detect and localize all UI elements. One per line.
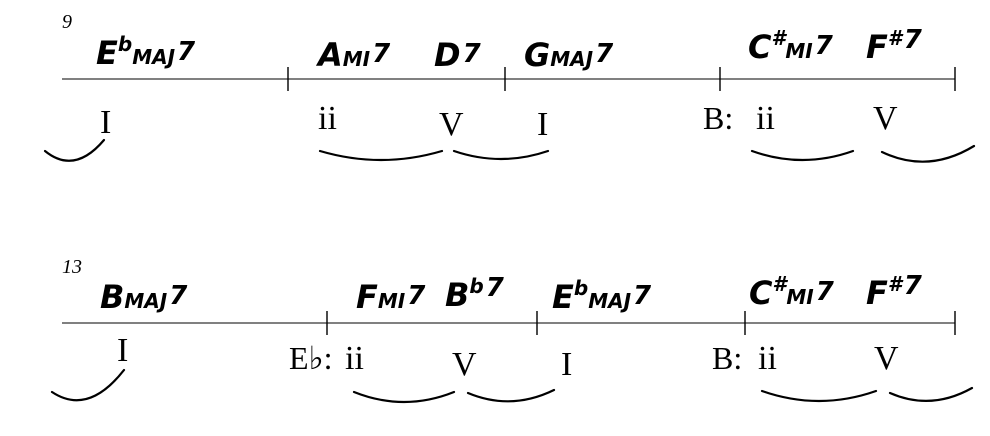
chord-root: G xyxy=(524,36,550,74)
chord-quality: MAJ xyxy=(132,45,175,69)
roman-numeral: I xyxy=(100,104,111,141)
chord-quality: MAJ xyxy=(588,289,631,313)
measure-number: 9 xyxy=(62,11,72,33)
roman-numeral: I xyxy=(561,346,572,383)
roman-numeral: V xyxy=(873,100,898,137)
roman-numeral: I xyxy=(117,332,128,369)
chord-symbol: BMAJ7 xyxy=(100,278,188,316)
chord-root: E xyxy=(96,34,118,72)
progression-bracket xyxy=(888,386,974,402)
progression-bracket xyxy=(43,138,106,162)
progression-bracket xyxy=(760,389,878,403)
chord-symbol: FMI7 xyxy=(356,278,426,316)
chord-extension: 7 xyxy=(372,39,391,69)
chord-extension: 7 xyxy=(463,39,482,69)
chord-extension: 7 xyxy=(169,281,188,311)
chord-symbol: C#MI7 xyxy=(749,272,835,312)
key-label: E♭: xyxy=(289,340,333,376)
roman-numeral: ii xyxy=(756,100,775,137)
chord-root: C xyxy=(749,274,773,312)
chord-symbol: F#7 xyxy=(866,271,923,312)
chord-accidental: # xyxy=(888,272,904,296)
chord-quality: MI xyxy=(786,285,814,309)
progression-bracket xyxy=(466,388,556,403)
chord-extension: 7 xyxy=(904,25,923,55)
chord-symbol: EbMAJ7 xyxy=(96,32,196,72)
chord-extension: 7 xyxy=(595,39,614,69)
roman-numeral: I xyxy=(537,106,548,143)
chord-symbol: EbMAJ7 xyxy=(552,276,652,316)
key-label: B: xyxy=(712,340,742,376)
chord-extension: 7 xyxy=(486,273,505,303)
chord-quality: MI xyxy=(343,47,371,71)
chord-symbol: Bb7 xyxy=(445,273,505,314)
chord-extension: 7 xyxy=(633,281,652,311)
progression-bracket xyxy=(352,390,456,404)
chord-root: F xyxy=(866,28,888,66)
chord-extension: 7 xyxy=(815,31,834,61)
chord-extension: 7 xyxy=(407,281,426,311)
chord-quality: MAJ xyxy=(124,289,167,313)
chord-symbol: F#7 xyxy=(866,25,923,66)
chord-root: D xyxy=(434,36,461,74)
chord-quality: MI xyxy=(785,39,813,63)
chord-root: E xyxy=(552,278,574,316)
chord-accidental: b xyxy=(469,274,483,298)
chord-accidental: b xyxy=(118,32,132,56)
chord-symbol: C#MI7 xyxy=(748,26,834,66)
chord-symbol: AMI7 xyxy=(315,36,391,74)
progression-bracket xyxy=(452,149,550,161)
chord-symbol: GMAJ7 xyxy=(524,36,614,74)
progression-bracket xyxy=(50,368,126,402)
chord-accidental: # xyxy=(888,26,904,50)
chord-accidental: b xyxy=(574,276,588,300)
chord-root: C xyxy=(748,28,772,66)
roman-numeral: ii xyxy=(758,340,777,377)
roman-numeral: ii xyxy=(345,340,364,377)
roman-numeral: V xyxy=(439,106,464,143)
chord-accidental: # xyxy=(772,272,788,296)
roman-numeral: ii xyxy=(318,100,337,137)
progression-bracket xyxy=(750,149,855,162)
key-label: B: xyxy=(703,100,733,136)
chord-root: A xyxy=(315,36,343,74)
chord-quality: MI xyxy=(378,289,406,313)
chord-root: B xyxy=(100,278,124,316)
roman-numeral: V xyxy=(874,340,899,377)
chord-root: F xyxy=(356,278,378,316)
chord-root: B xyxy=(445,276,469,314)
chord-quality: MAJ xyxy=(550,47,593,71)
chord-extension: 7 xyxy=(816,277,835,307)
chord-root: F xyxy=(866,274,888,312)
measure-number: 13 xyxy=(62,256,82,278)
chord-extension: 7 xyxy=(904,271,923,301)
roman-numeral: V xyxy=(452,346,477,383)
progression-bracket xyxy=(880,144,976,163)
progression-bracket xyxy=(318,149,444,162)
chord-extension: 7 xyxy=(177,37,196,67)
chord-accidental: # xyxy=(771,26,787,50)
chord-symbol: D7 xyxy=(434,36,482,74)
